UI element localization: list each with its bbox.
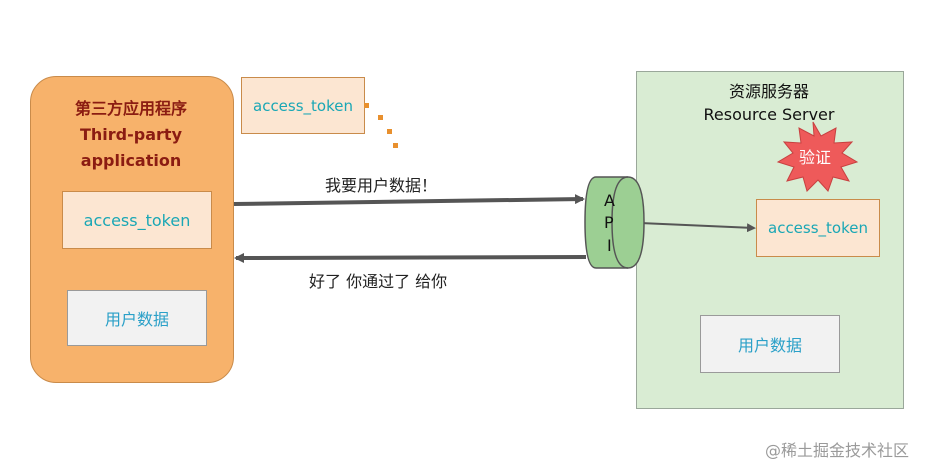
api-cylinder: A P I bbox=[584, 176, 645, 269]
api-to-token-arrow bbox=[639, 222, 756, 233]
server-access-token-box: access_token bbox=[756, 199, 880, 257]
request-arrow bbox=[233, 194, 585, 206]
api-letter-a: A bbox=[604, 191, 615, 210]
floating-access-token-label: access_token bbox=[253, 96, 353, 115]
server-user-data-box: 用户数据 bbox=[700, 315, 840, 373]
app-access-token-box: access_token bbox=[62, 191, 212, 249]
app-user-data-label: 用户数据 bbox=[104, 310, 169, 329]
api-letter-i: I bbox=[607, 236, 612, 255]
token-dotted-trail bbox=[364, 103, 398, 148]
api-letter-p: P bbox=[604, 213, 614, 232]
trail-dot bbox=[387, 129, 392, 134]
server-title: 资源服务器 Resource Server bbox=[636, 80, 902, 126]
response-label: 好了 你通过了 给你 bbox=[309, 272, 448, 291]
server-access-token-label: access_token bbox=[768, 219, 868, 237]
app-title: 第三方应用程序 Third-party application bbox=[30, 96, 232, 174]
request-label: 我要用户数据！ bbox=[325, 176, 438, 195]
trail-dot bbox=[378, 115, 383, 120]
watermark: @稀土掘金技术社区 bbox=[765, 441, 910, 460]
app-title-zh: 第三方应用程序 bbox=[74, 99, 187, 118]
app-user-data-box: 用户数据 bbox=[67, 290, 207, 346]
app-title-en-line2: application bbox=[80, 151, 182, 170]
server-title-en: Resource Server bbox=[703, 105, 835, 124]
trail-dot bbox=[393, 143, 398, 148]
floating-access-token-box: access_token bbox=[241, 77, 365, 134]
trail-dot bbox=[364, 103, 369, 108]
verify-burst: 验证 bbox=[776, 121, 859, 192]
verify-label: 验证 bbox=[799, 148, 831, 167]
app-title-en-line1: Third-party bbox=[80, 125, 182, 144]
app-access-token-label: access_token bbox=[83, 210, 191, 230]
response-arrow bbox=[234, 252, 587, 263]
server-title-zh: 资源服务器 bbox=[728, 82, 809, 101]
server-user-data-label: 用户数据 bbox=[737, 336, 802, 355]
